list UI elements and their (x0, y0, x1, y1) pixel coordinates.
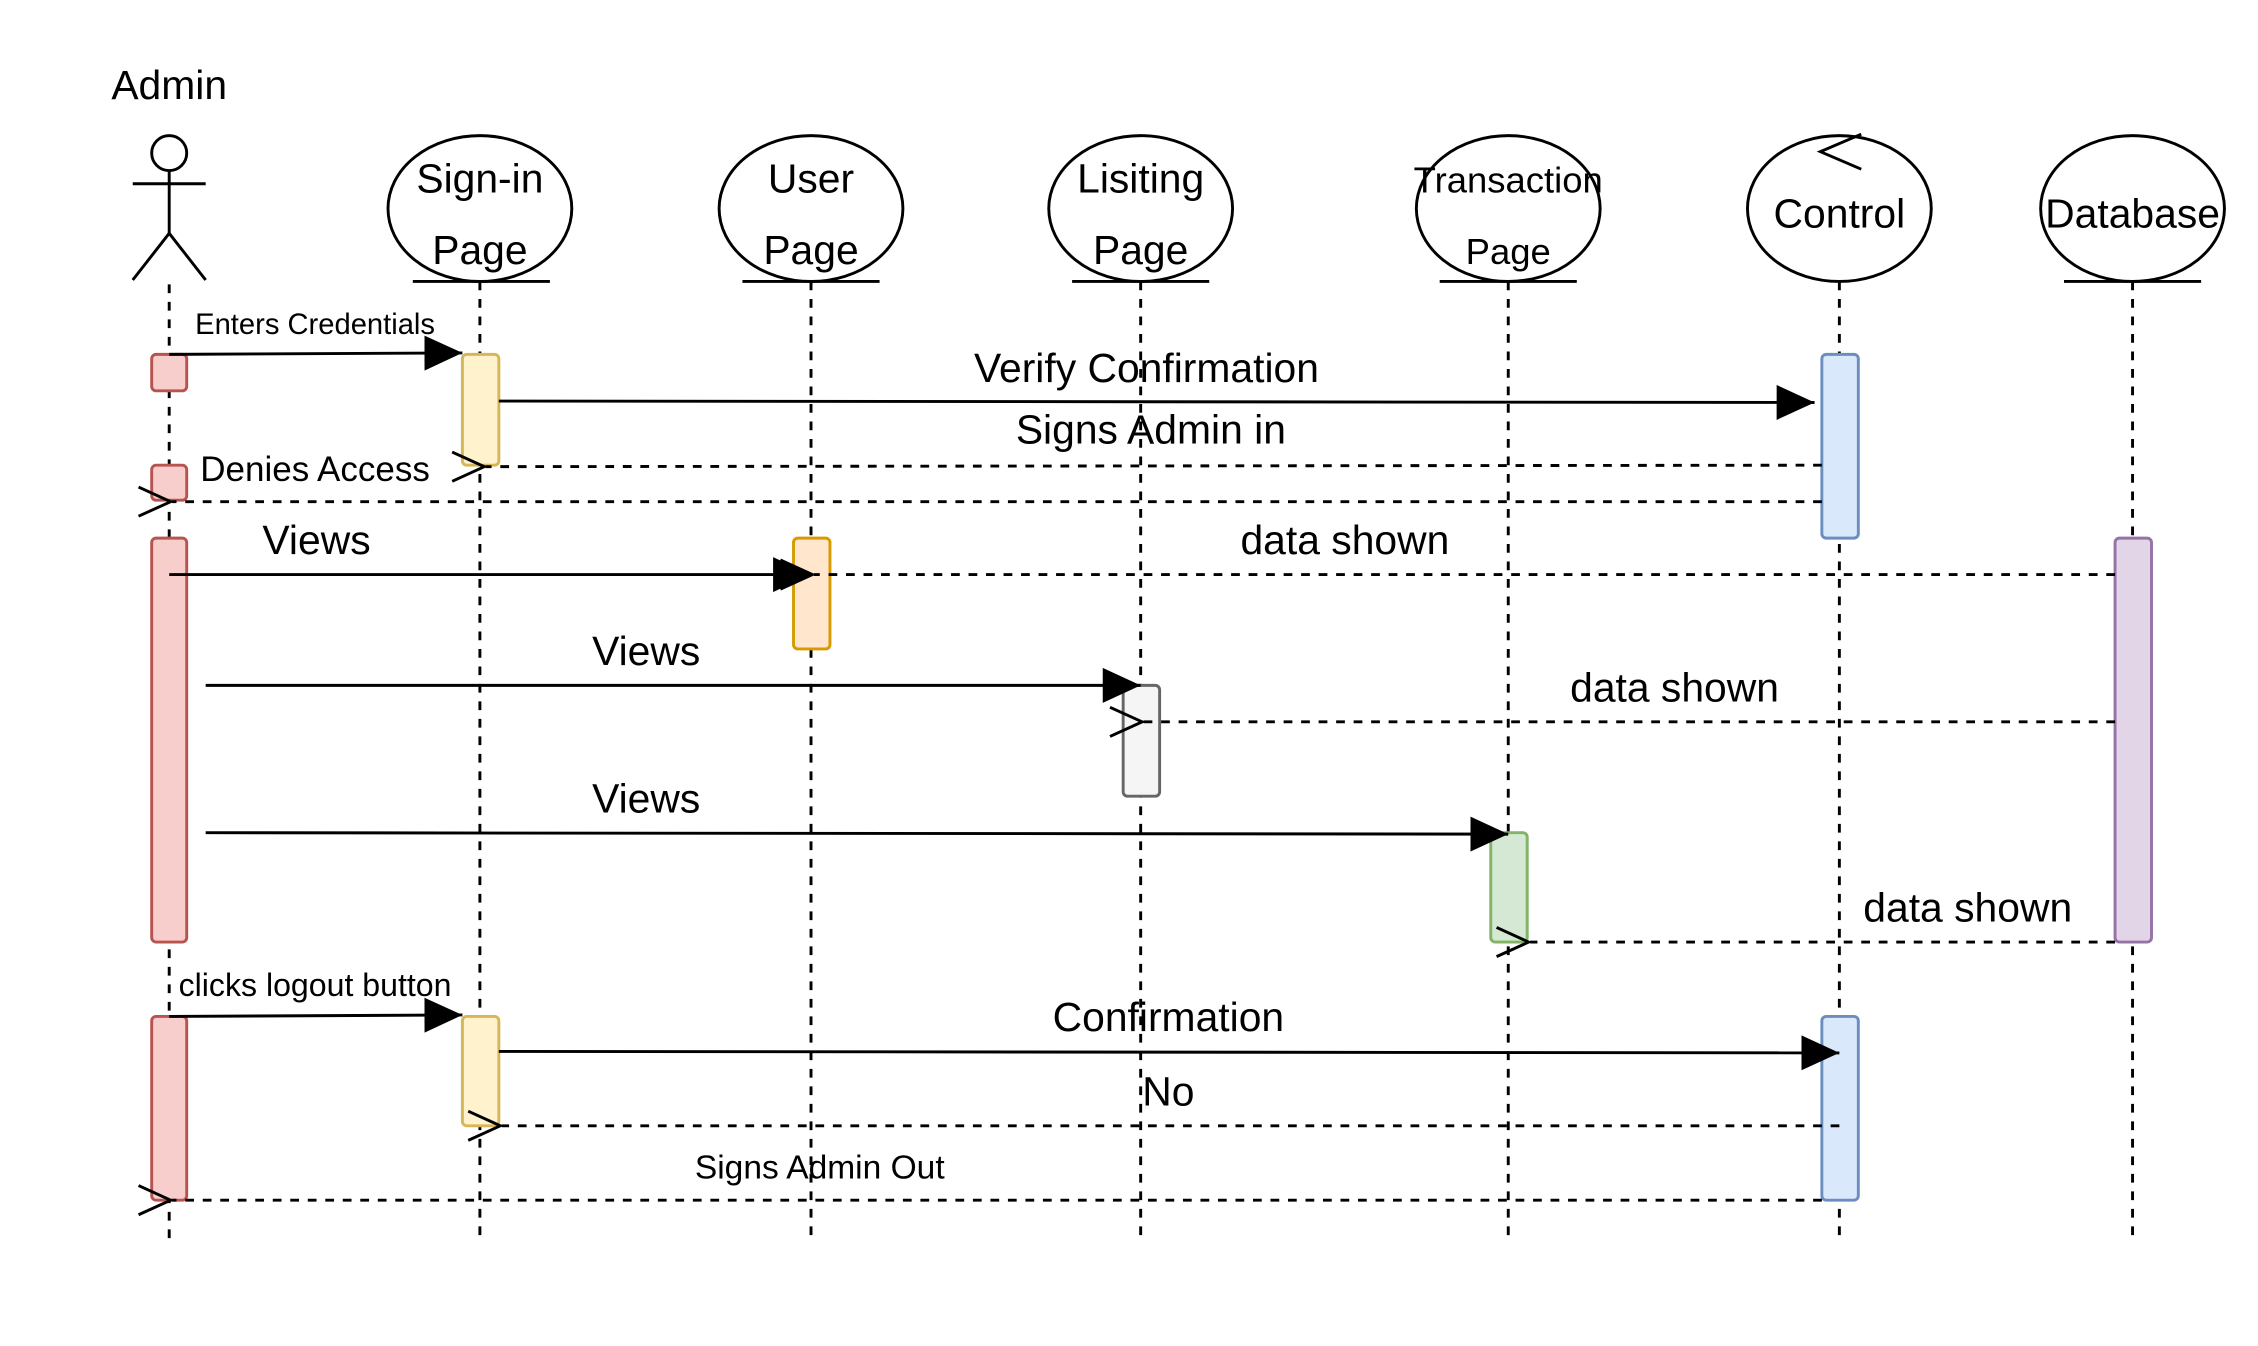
messages (169, 335, 2116, 1200)
signin-label-line2: Page (432, 227, 527, 273)
listing-label-line1: Lisiting (1077, 155, 1204, 201)
msg-denies-access-label: Denies Access (200, 450, 430, 489)
msg-clicks-logout-label: clicks logout button (179, 967, 452, 1003)
message-labels: Enters Credentials Verify Confirmation S… (179, 309, 2073, 1186)
object-database: Database (2039, 134, 2226, 283)
control-label: Control (1774, 190, 1906, 236)
activation-database (2113, 536, 2153, 944)
database-label: Database (2045, 190, 2220, 236)
actor-admin: Admin (111, 62, 227, 281)
actor-right-leg (168, 232, 207, 281)
msg-signs-admin-out-label: Signs Admin Out (695, 1149, 945, 1186)
msg-enters-credentials-arrow (169, 335, 463, 371)
msg-enters-credentials-label: Enters Credentials (195, 309, 435, 341)
msg-verify-confirmation-label: Verify Confirmation (974, 345, 1319, 391)
msg-verify-confirmation-arrow (498, 384, 1815, 420)
msg-views-transaction-arrow (205, 816, 1509, 852)
actor-head (150, 134, 189, 173)
activations (150, 352, 2153, 1202)
msg-views-transaction-label: Views (592, 775, 700, 821)
object-control: Control (1746, 132, 1933, 283)
activation-control-2 (1820, 1014, 1860, 1202)
activation-listing (1121, 683, 1162, 798)
msg-data-shown-listing-label: data shown (1570, 664, 1779, 710)
msg-views-user-label: Views (262, 517, 370, 563)
signin-label-line1: Sign-in (416, 155, 543, 201)
msg-no-label: No (1142, 1068, 1194, 1114)
msg-signs-admin-in-arrow (486, 465, 1822, 466)
msg-data-shown-user-label: data shown (1240, 517, 1449, 563)
activation-transaction (1489, 831, 1529, 944)
object-transaction-page: Transaction Page (1414, 134, 1603, 283)
msg-data-shown-transaction-label: data shown (1863, 885, 2072, 931)
activation-signin-2 (460, 1014, 501, 1128)
control-arrow-icon (1816, 132, 1862, 171)
listing-label-line2: Page (1093, 227, 1188, 273)
msg-confirmation-arrow (498, 1035, 1840, 1071)
object-listing-page: Lisiting Page (1047, 134, 1235, 283)
transaction-label-line1: Transaction (1414, 159, 1603, 200)
transaction-label-line2: Page (1466, 231, 1551, 272)
msg-clicks-logout-arrow (169, 997, 463, 1033)
activation-admin-3 (150, 536, 189, 944)
msg-confirmation-label: Confirmation (1053, 994, 1284, 1040)
object-user-page: User Page (717, 134, 905, 283)
activation-user (792, 536, 832, 651)
activation-admin-4 (150, 1014, 189, 1202)
actor-label: Admin (111, 62, 227, 108)
activation-signin-1 (460, 352, 501, 467)
user-label-line2: Page (763, 227, 858, 273)
activation-admin-1 (150, 352, 189, 393)
object-signin-page: Sign-in Page (386, 134, 574, 283)
activation-control-1 (1820, 352, 1860, 540)
actor-left-leg (131, 232, 171, 281)
msg-signs-admin-in-label: Signs Admin in (1016, 406, 1286, 452)
control-ellipse (1746, 134, 1933, 283)
msg-views-listing-label: Views (592, 628, 700, 674)
user-label-line1: User (768, 155, 854, 201)
activation-admin-2 (150, 463, 189, 502)
